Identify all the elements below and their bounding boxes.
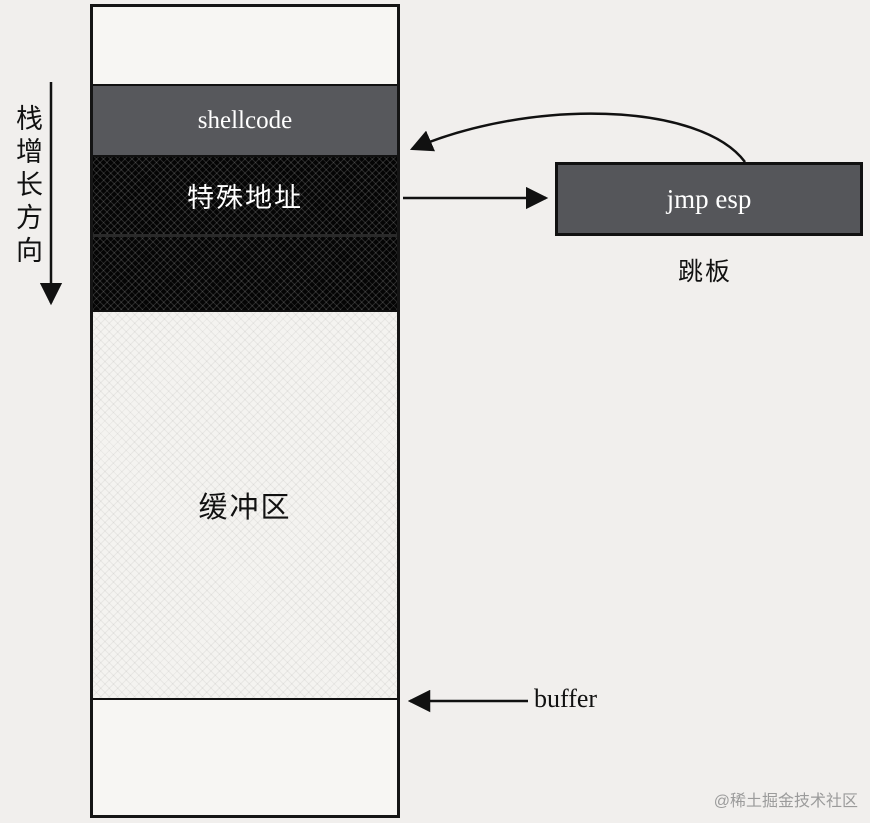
stack-segment-buffer-zone: 缓冲区: [93, 310, 397, 700]
special-address-label: 特殊地址: [187, 183, 303, 213]
trampoline-caption: 跳板: [678, 259, 733, 286]
return-curve-arrow: [409, 112, 746, 163]
stack-segment-special-address: 特殊地址: [93, 157, 397, 234]
stack-segment-top-empty: [93, 7, 397, 84]
watermark-text: @稀土掘金技术社区: [713, 793, 858, 810]
jmp-esp-label: jmp esp: [666, 183, 752, 214]
stack-segment-bottom-empty: [93, 700, 397, 815]
jmp-esp-box: jmp esp: [555, 162, 863, 236]
stack-segment-shellcode: shellcode: [93, 84, 397, 157]
shellcode-label: shellcode: [197, 106, 293, 134]
buffer-pointer-label: buffer: [534, 684, 598, 713]
stack-column: shellcode 特殊地址 缓冲区: [90, 4, 400, 818]
stack-segment-hatched-empty: [93, 234, 397, 310]
stack-growth-direction-label: 栈增长方向: [12, 104, 42, 269]
buffer-zone-label: 缓冲区: [198, 492, 292, 524]
